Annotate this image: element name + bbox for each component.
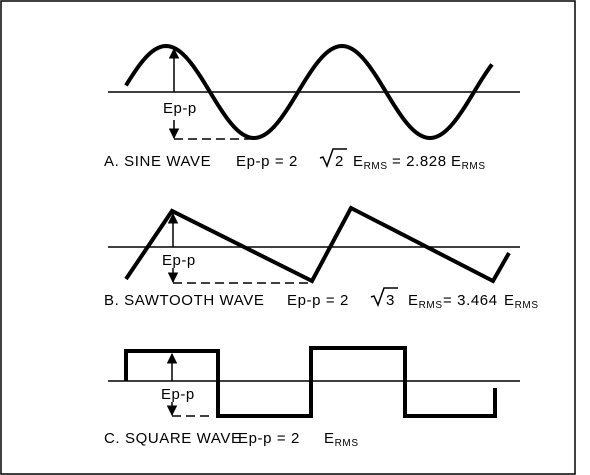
sine-radical-value: 2 (335, 153, 344, 170)
sawtooth-equals: = 3.464 (443, 292, 498, 309)
panel-sine: Ep-p A. SINE WAVE Ep-p = 2 2 ERMS = 2.82… (104, 44, 520, 172)
panel-square: Ep-p C. SQUARE WAVE Ep-p = 2 ERMS (104, 346, 520, 449)
sawtooth-formula-lhs: Ep-p = 2 (287, 292, 349, 309)
figure-frame (0, 0, 576, 475)
square-formula-lhs: Ep-p = 2 (238, 430, 300, 447)
sawtooth-caption: B. SAWTOOTH WAVE (104, 292, 264, 309)
sawtooth-radical-sign (370, 287, 398, 308)
sine-amplitude-label: Ep-p (163, 100, 197, 117)
square-amplitude-label: Ep-p (161, 386, 195, 403)
sawtooth-wave (124, 205, 511, 284)
sine-formula-lhs: Ep-p = 2 (236, 153, 298, 170)
square-formula: Ep-p = 2 (238, 430, 300, 447)
square-wave (124, 346, 497, 418)
panel-sawtooth: Ep-p B. SAWTOOTH WAVE Ep-p = 2 3 ERMS = … (104, 205, 539, 311)
sine-radical-sign (319, 148, 347, 169)
sawtooth-amplitude-label: Ep-p (162, 252, 196, 269)
square-term1: ERMS (324, 430, 359, 449)
sine-caption: A. SINE WAVE (104, 153, 211, 170)
sine-term1: ERMS (353, 153, 388, 172)
sine-equals: = 2.828 (392, 153, 447, 170)
sawtooth-term2: ERMS (504, 292, 539, 311)
sine-wave (124, 44, 494, 140)
sine-formula: Ep-p = 2 (236, 153, 298, 170)
sine-term2: ERMS (451, 153, 486, 172)
sawtooth-term1: ERMS (408, 292, 443, 311)
square-caption: C. SQUARE WAVE (104, 430, 242, 447)
sawtooth-radical-value: 3 (386, 292, 395, 309)
sawtooth-formula: Ep-p = 2 (287, 292, 349, 309)
